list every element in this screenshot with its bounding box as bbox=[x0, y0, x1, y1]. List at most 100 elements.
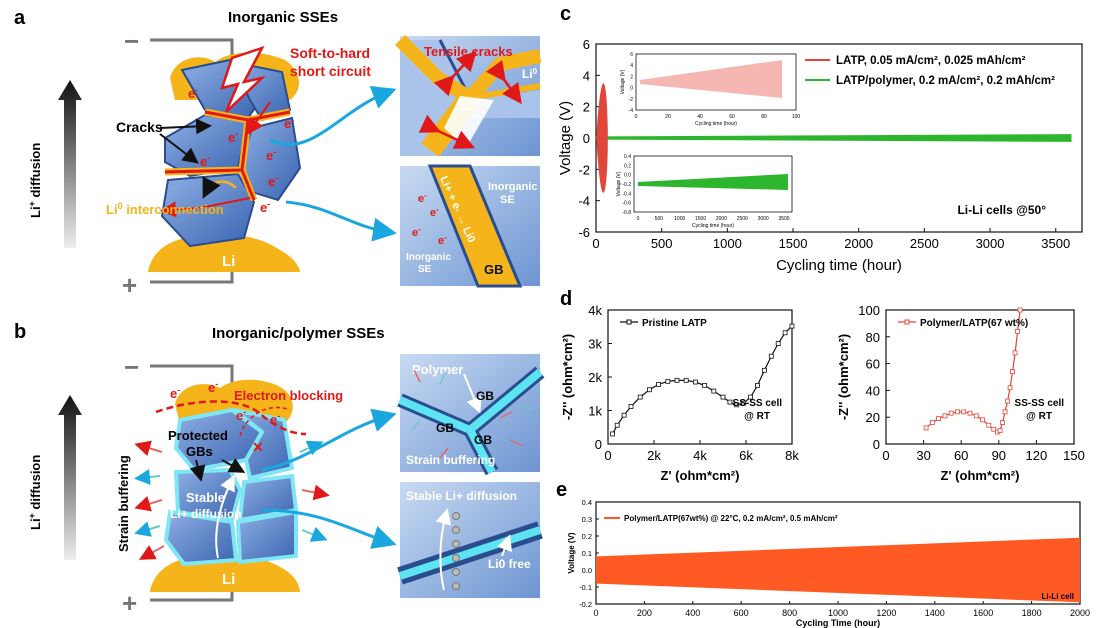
electron-label: e- bbox=[170, 385, 180, 401]
chart-annotation: Li-Li cells @50° bbox=[957, 203, 1046, 217]
series-band bbox=[596, 537, 1080, 603]
panel-d-letter: d bbox=[560, 288, 572, 310]
panel-b-protected-2: GBs bbox=[186, 444, 213, 459]
data-point bbox=[665, 378, 671, 384]
data-point bbox=[775, 341, 781, 346]
electron-label: e- bbox=[228, 129, 238, 145]
panel-b-plus: + bbox=[122, 588, 137, 618]
x-tick-label: 1500 bbox=[779, 236, 808, 251]
panel-a-cracks-label: Cracks bbox=[116, 119, 163, 135]
inset-inorganic-bottom-1: Inorganic bbox=[406, 252, 451, 263]
electron-label: e- bbox=[188, 85, 198, 101]
data-point bbox=[768, 353, 774, 359]
data-point bbox=[693, 379, 698, 385]
x-tick-label: 4k bbox=[693, 448, 707, 463]
panel-b-electrons: e- e- e- e- bbox=[170, 379, 280, 427]
panel-a-minus: − bbox=[124, 26, 139, 56]
data-point bbox=[942, 413, 948, 419]
inset-inorganic-bottom-2: SE bbox=[418, 264, 432, 275]
inset-y-tick: 6 bbox=[630, 52, 633, 58]
x-tick-label: 150 bbox=[1063, 448, 1085, 463]
x-tick-label: 800 bbox=[782, 608, 797, 618]
x-tick-label: 1400 bbox=[925, 608, 945, 618]
panel-b-diffusion-arrow bbox=[58, 395, 82, 560]
panel-c-letter: c bbox=[560, 3, 571, 25]
annotation: SS-SS cell bbox=[733, 398, 783, 409]
li-ion-dots bbox=[452, 512, 460, 590]
legend-entry: Polymer/LATP(67wt%) @ 22°C, 0.2 mA/cm², … bbox=[624, 514, 838, 523]
panel-b-inset-stable: Stable Li+ diffusion Li0 free bbox=[397, 482, 543, 598]
data-point bbox=[647, 387, 652, 393]
y-tick-label: 0 bbox=[595, 437, 602, 452]
y-tick-label: 60 bbox=[866, 357, 880, 372]
data-point bbox=[727, 399, 733, 405]
inset-x-label: Cycling time (hour) bbox=[692, 223, 734, 229]
data-point bbox=[1015, 329, 1020, 334]
y-tick-label: 1k bbox=[588, 404, 602, 419]
y-tick-label: 0.2 bbox=[582, 532, 592, 541]
x-tick-label: 1600 bbox=[973, 608, 993, 618]
y-tick-label: -4 bbox=[578, 194, 590, 209]
data-point bbox=[720, 394, 726, 400]
zoom-arrow-3 bbox=[261, 408, 397, 472]
electron-label: e- bbox=[260, 199, 270, 215]
inset-y-tick: -4 bbox=[629, 108, 634, 114]
y-axis-label: -Z'' (ohm*cm²) bbox=[560, 334, 575, 420]
x-axis-label: Z' (ohm*cm²) bbox=[941, 468, 1020, 483]
data-point bbox=[683, 377, 689, 383]
inset-y-label: Voltage (V) bbox=[616, 171, 622, 196]
electron-label: e- bbox=[438, 233, 447, 248]
x-tick-label: 1000 bbox=[713, 236, 742, 251]
data-point bbox=[755, 382, 760, 388]
electron-label: e- bbox=[268, 173, 278, 189]
inset-y-tick: -0.2 bbox=[622, 182, 631, 188]
data-point bbox=[637, 394, 643, 400]
inset-inorganic-top-1: Inorganic bbox=[488, 181, 538, 193]
panel-a-letter: a bbox=[14, 7, 26, 29]
x-tick-label: 8k bbox=[785, 448, 799, 463]
panel-a-inset-gb: Inorganic SE Inorganic SE Li+ + e- → Li0… bbox=[400, 164, 540, 288]
plot-frame bbox=[885, 309, 1075, 445]
y-tick-label: 0.4 bbox=[582, 498, 592, 507]
x-axis-label: Cycling Time (hour) bbox=[796, 618, 880, 628]
x-tick-label: 6k bbox=[739, 448, 753, 463]
data-point bbox=[702, 382, 707, 388]
x-tick-label: 2000 bbox=[1070, 608, 1090, 618]
inset-tensile-title: Tensile cracks bbox=[424, 44, 513, 59]
series-line bbox=[925, 309, 1021, 433]
panel-a-plus: + bbox=[122, 270, 137, 300]
x-tick-label: 120 bbox=[1026, 448, 1048, 463]
y-tick-label: 20 bbox=[866, 410, 880, 425]
data-point bbox=[973, 413, 979, 419]
y-axis-label: Voltage (V) bbox=[567, 532, 576, 574]
y-tick-label: 2 bbox=[583, 100, 590, 115]
panel-b-strain-vertical: Strain buffering bbox=[116, 455, 131, 552]
inset-li0-top: Li0 bbox=[522, 67, 538, 82]
inset-y-tick: 0.2 bbox=[624, 163, 631, 169]
electron-blocking-boundary bbox=[155, 400, 307, 436]
electron-label: e- bbox=[418, 191, 427, 206]
inset-bottom-series bbox=[638, 174, 788, 190]
data-point bbox=[986, 422, 992, 428]
panel-b-stable-1: Stable bbox=[186, 490, 225, 505]
x-tick-label: 60 bbox=[954, 448, 968, 463]
inset-y-tick: 0 bbox=[630, 86, 633, 92]
legend-entry: LATP/polymer, 0.2 mA/cm², 0.2 mAh/cm² bbox=[836, 75, 1055, 87]
legend-entry: Pristine LATP bbox=[642, 318, 707, 329]
y-tick-label: 80 bbox=[866, 330, 880, 345]
panel-a-li-bottom bbox=[148, 234, 300, 272]
cracks-arrow bbox=[159, 133, 199, 164]
y-tick-label: 3k bbox=[588, 337, 602, 352]
data-point bbox=[1017, 307, 1023, 313]
inset-electrons: e- e- e- e- bbox=[412, 191, 447, 248]
x-tick-label: 3000 bbox=[976, 236, 1005, 251]
data-point bbox=[1007, 385, 1013, 391]
data-point bbox=[621, 412, 627, 418]
data-point bbox=[980, 417, 985, 423]
protected-arrow bbox=[221, 458, 246, 473]
data-point bbox=[967, 410, 973, 416]
annotation: @ RT bbox=[1026, 411, 1052, 422]
data-point bbox=[991, 426, 997, 432]
zoom-arrow-1 bbox=[269, 86, 397, 147]
